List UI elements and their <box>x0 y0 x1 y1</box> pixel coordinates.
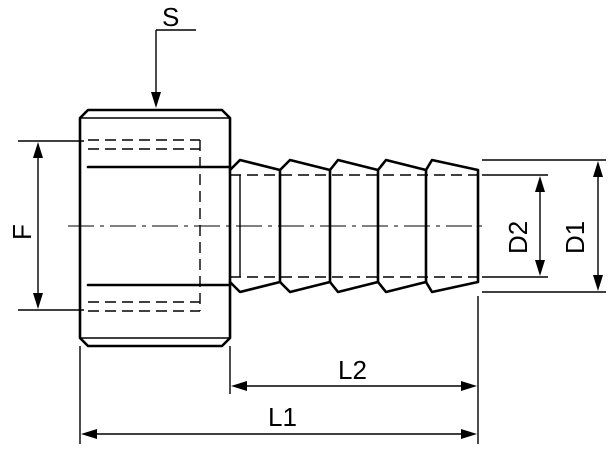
dimension-l2-label: L2 <box>338 355 367 385</box>
s-arrowhead <box>151 92 161 108</box>
dimension-s-label: S <box>162 2 179 32</box>
internal-thread-hidden-lines <box>88 139 478 312</box>
dimension-f: F <box>7 140 84 311</box>
dimension-d1: D1 <box>482 159 606 293</box>
dimension-l2: L2 <box>229 296 479 444</box>
dimension-d1-label: D1 <box>560 221 590 254</box>
dimension-s: S <box>151 2 196 108</box>
dimension-l1-label: L1 <box>268 402 297 432</box>
dimension-l1: L1 <box>79 346 477 444</box>
hex-nut <box>78 108 232 348</box>
dimension-d2: D2 <box>482 174 548 278</box>
dimension-d2-label: D2 <box>503 221 533 254</box>
hex-nut-outline <box>78 108 232 348</box>
dimension-f-label: F <box>7 224 37 240</box>
